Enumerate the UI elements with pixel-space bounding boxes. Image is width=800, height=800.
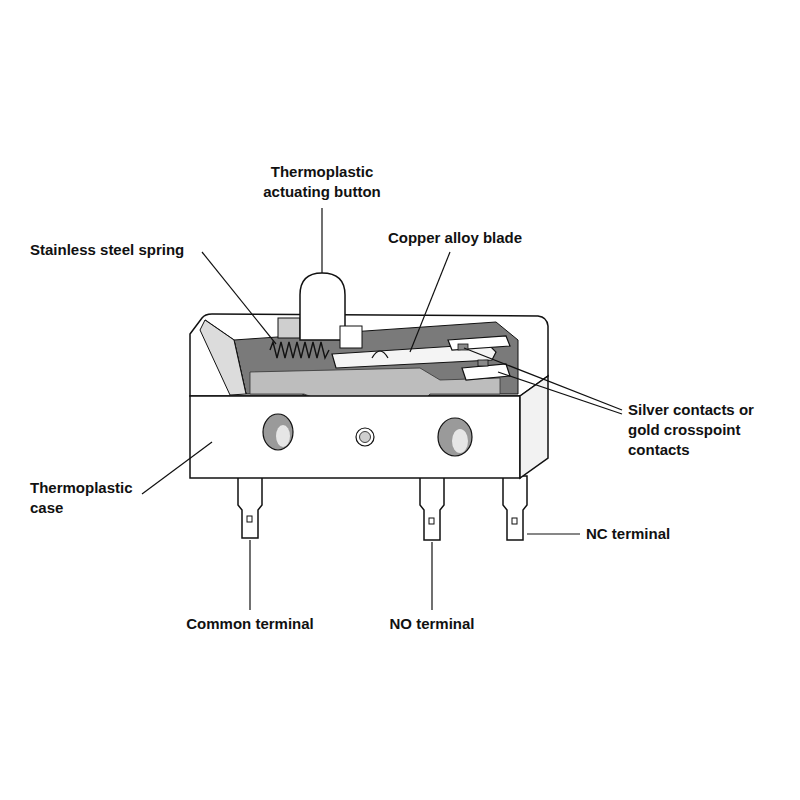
leader-line bbox=[410, 252, 450, 352]
leader-line bbox=[527, 533, 580, 534]
pivot-rivet-inner bbox=[360, 432, 371, 443]
mounting-hole bbox=[263, 414, 293, 450]
mounting-hole bbox=[438, 418, 472, 456]
common-terminal bbox=[238, 476, 262, 538]
leader-line bbox=[321, 208, 322, 273]
button-stem bbox=[340, 326, 362, 348]
leader-line bbox=[498, 372, 622, 414]
part-label: Copper alloy blade bbox=[385, 228, 525, 248]
nc-terminal bbox=[503, 476, 527, 540]
blade-loop bbox=[372, 351, 388, 358]
case-side bbox=[520, 376, 548, 478]
leader-line bbox=[431, 542, 432, 610]
nc-contact-holder bbox=[448, 336, 510, 350]
leader-line bbox=[464, 348, 622, 410]
hole-highlight bbox=[276, 425, 290, 447]
part-label: Thermoplastic actuating button bbox=[247, 162, 397, 202]
actuating-button bbox=[300, 273, 345, 340]
hole-highlight bbox=[452, 429, 468, 453]
spring-coil bbox=[270, 342, 329, 358]
pivot-rivet bbox=[356, 428, 374, 446]
case-wall bbox=[200, 320, 246, 395]
terminal-hole bbox=[512, 518, 517, 524]
case-cavity bbox=[234, 322, 518, 408]
part-label: NC terminal bbox=[586, 524, 670, 544]
button-guide bbox=[278, 318, 300, 338]
part-label: NO terminal bbox=[372, 614, 492, 634]
no-terminal bbox=[420, 476, 444, 540]
terminal-hole bbox=[429, 518, 434, 524]
part-label: Stainless steel spring bbox=[30, 240, 184, 260]
part-label: Common terminal bbox=[170, 614, 330, 634]
part-label: Thermoplastic case bbox=[30, 478, 142, 518]
leader-line bbox=[142, 442, 212, 494]
case-front bbox=[190, 396, 520, 478]
terminal-hole bbox=[247, 516, 252, 522]
silver-contact bbox=[478, 360, 488, 366]
part-label: Silver contacts or gold crosspoint conta… bbox=[628, 400, 778, 460]
leader-line bbox=[202, 252, 276, 344]
leader-line bbox=[249, 540, 250, 610]
